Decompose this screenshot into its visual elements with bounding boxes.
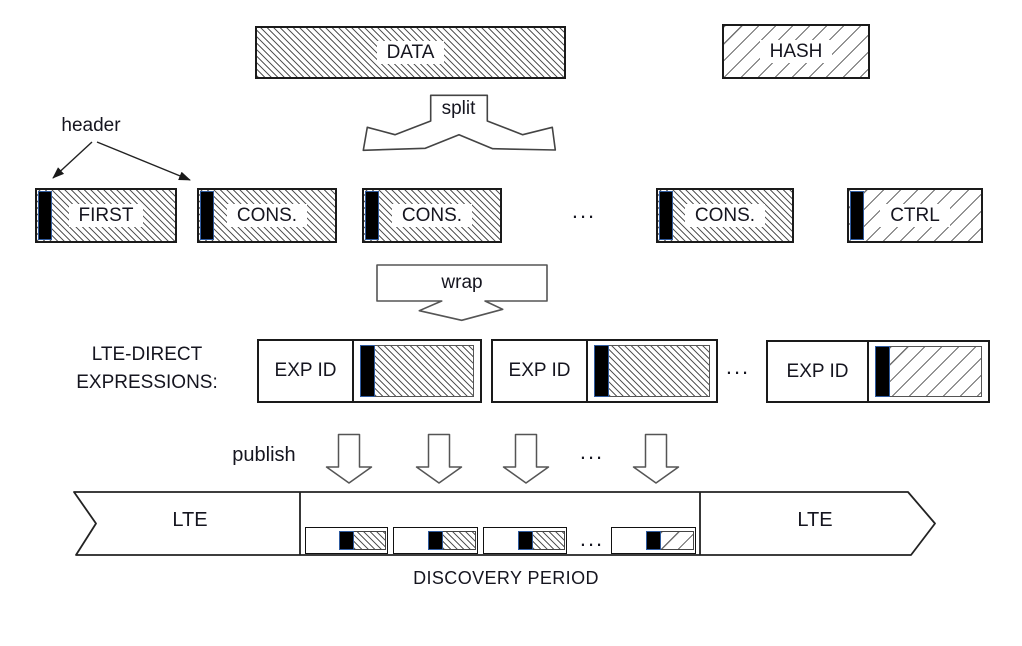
- publish-arrow-2: [415, 433, 463, 484]
- header-bar-icon: [594, 345, 609, 397]
- discovery-slot-3: [483, 527, 567, 554]
- data-label: DATA: [376, 40, 445, 65]
- split-label: split: [441, 97, 476, 119]
- discovery-period-label: DISCOVERY PERIOD: [413, 568, 599, 588]
- header-bar-icon: [339, 531, 355, 550]
- payload-hatch: [890, 346, 982, 397]
- segment-ctrl-box: CTRL: [847, 188, 983, 243]
- header-pointer-arrows: [52, 141, 191, 181]
- expression-box-2: EXP ID: [491, 339, 718, 403]
- slot-hatch: [532, 531, 565, 550]
- payload-hatch: [609, 345, 710, 397]
- slot-hatch: [354, 531, 386, 550]
- exp-id-label: EXP ID: [508, 360, 571, 381]
- segment-cons-box-2: CONS.: [362, 188, 502, 243]
- segment-label: CTRL: [880, 203, 950, 228]
- exp-id-label: EXP ID: [786, 360, 849, 382]
- header-bar-icon: [646, 531, 662, 550]
- slot-hatch: [661, 531, 694, 550]
- header-bar-icon: [875, 346, 890, 397]
- expressions-caption-line2: EXPRESSIONS:: [76, 371, 218, 393]
- expression-payload-cell: [588, 341, 716, 401]
- lte-timeline-band: [73, 491, 936, 556]
- expression-payload-cell: [869, 342, 988, 401]
- expression-box-3: EXP ID: [766, 340, 990, 403]
- header-bar-icon: [850, 191, 864, 240]
- hash-box: HASH: [722, 24, 870, 79]
- segment-cons-box-1: CONS.: [197, 188, 337, 243]
- publish-arrow-4: [632, 433, 680, 484]
- exp-id-cell: EXP ID: [768, 342, 869, 401]
- expressions-caption: LTE-DIRECT EXPRESSIONS:: [52, 341, 242, 396]
- header-bar-icon: [428, 531, 444, 550]
- header-bar-icon: [38, 191, 52, 240]
- publish-arrow-3: [502, 433, 550, 484]
- publish-label: publish: [232, 444, 296, 466]
- header-bar-icon: [517, 531, 533, 550]
- exp-id-label: EXP ID: [274, 360, 337, 381]
- slots-ellipsis: ...: [579, 526, 605, 551]
- segment-label: CONS.: [391, 203, 473, 228]
- expression-box-1: EXP ID: [257, 339, 482, 403]
- wrap-arrow-shape: [376, 264, 548, 322]
- segment-first-box: FIRST: [35, 188, 177, 243]
- lte-left-label: LTE: [172, 509, 208, 531]
- segments-ellipsis: ...: [571, 198, 597, 223]
- publish-ellipsis: ...: [579, 439, 605, 464]
- header-bar-icon: [659, 191, 673, 240]
- expressions-ellipsis: ...: [725, 354, 751, 379]
- lte-right-label: LTE: [797, 509, 833, 531]
- segment-cons-box-3: CONS.: [656, 188, 794, 243]
- expression-payload-cell: [354, 341, 480, 401]
- publish-arrows: [325, 433, 680, 484]
- header-label: header: [61, 115, 121, 136]
- split-arrow-shape: [362, 94, 557, 152]
- publish-arrow-1: [325, 433, 373, 484]
- header-bar-icon: [365, 191, 379, 240]
- segment-label: CONS.: [226, 203, 308, 228]
- data-box: DATA: [255, 26, 566, 79]
- discovery-slot-4: [611, 527, 696, 554]
- exp-id-cell: EXP ID: [259, 341, 354, 401]
- expressions-caption-line1: LTE-DIRECT: [91, 344, 203, 365]
- header-bar-icon: [200, 191, 214, 240]
- wrap-label: wrap: [441, 271, 483, 293]
- segment-label: FIRST: [68, 203, 144, 228]
- exp-id-cell: EXP ID: [493, 341, 588, 401]
- hash-label: HASH: [759, 39, 833, 64]
- payload-hatch: [375, 345, 474, 397]
- header-bar-icon: [360, 345, 375, 397]
- slot-hatch: [443, 531, 476, 550]
- discovery-slot-2: [393, 527, 478, 554]
- segment-label: CONS.: [684, 203, 766, 228]
- discovery-slot-1: [305, 527, 388, 554]
